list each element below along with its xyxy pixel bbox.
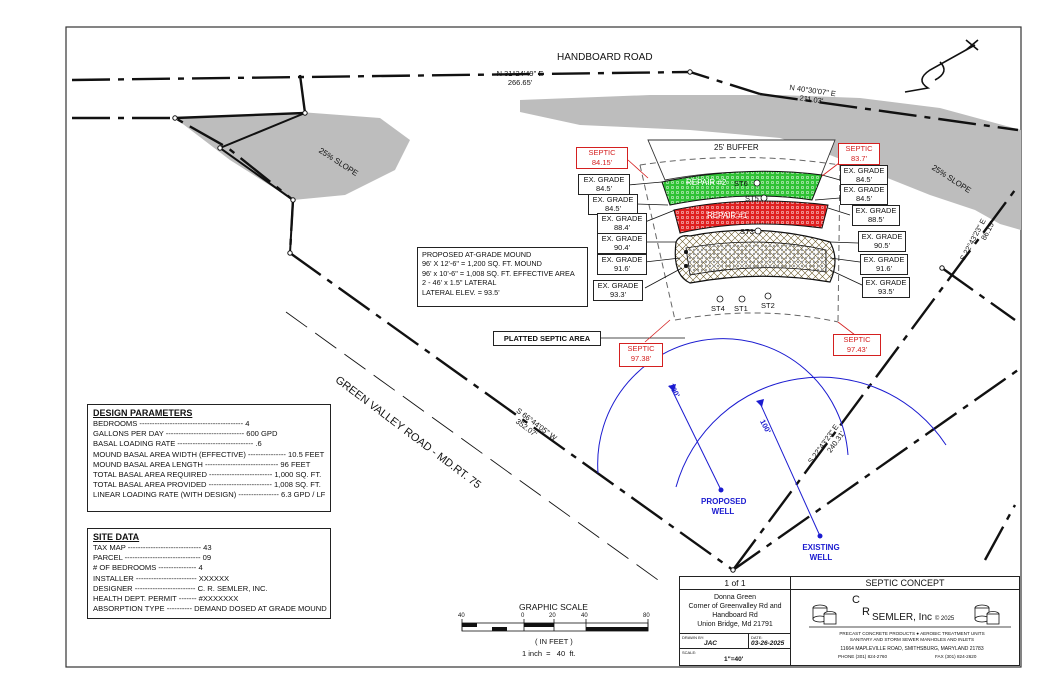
dp-row: LINEAR LOADING RATE (WITH DESIGN) ------…	[93, 490, 326, 500]
handboard-road-label: HANDBOARD ROAD	[557, 52, 653, 63]
dp-row: MOUND BASAL AREA WIDTH (EFFECTIVE) -----…	[93, 449, 325, 459]
buffer-label: 25' BUFFER	[714, 143, 759, 152]
graphic-scale-bar	[461, 619, 649, 632]
dp-row: TOTAL BASAL AREA REQUIRED --------------…	[93, 470, 322, 480]
test-pit-st3: ST3	[740, 227, 754, 236]
platted-septic-area-label: PLATTED SEPTIC AREA	[493, 331, 601, 346]
test-pit-st1: ST1	[734, 304, 748, 313]
scale-tick: 0	[521, 613, 525, 619]
repair-2-label: REPAIR #2	[686, 178, 727, 187]
company-services: PRECAST CONCRETE PRODUCTS ● AEROBIC TREA…	[839, 631, 985, 642]
scale-cell: SCALE: 1"=40'	[679, 648, 791, 666]
sd-row: TAX MAP ----------------------------- 43	[93, 543, 212, 552]
green-valley-road-lines	[285, 311, 666, 586]
drawn-by-cell: DRAWN BY: JAC	[679, 633, 749, 649]
dp-row: GALLONS PER DAY ------------------------…	[93, 429, 278, 439]
sd-row: DESIGNER ------------------------ C. R. …	[93, 583, 268, 593]
date-cell: DATE: 03-26-2025	[748, 633, 791, 649]
scale-tick: 80	[643, 613, 650, 619]
sd-row: ABSORPTION TYPE ---------- DEMAND DOSED …	[93, 604, 327, 614]
drawing-title: SEPTIC CONCEPT	[790, 576, 1020, 590]
test-pit-st6: ST6	[734, 179, 748, 188]
dp-row: TOTAL BASAL AREA PROVIDED --------------…	[93, 480, 321, 490]
dp-row: MOUND BASAL AREA LENGTH ----------------…	[93, 459, 311, 469]
company-c: C	[852, 594, 860, 606]
north-arrow-icon	[904, 39, 979, 93]
scale-tick: 40	[581, 613, 588, 619]
company-fax: FAX (301) 824-2620	[935, 654, 977, 659]
site-data-title: SITE DATA	[93, 532, 140, 542]
dp-row: BASAL LOADING RATE ---------------------…	[93, 439, 262, 449]
repair-1-label: REPAIR #1	[707, 211, 748, 220]
site-data-panel: SITE DATA TAX MAP ----------------------…	[87, 528, 331, 619]
sd-row: HEALTH DEPT. PERMIT ------- #XXXXXXX	[93, 594, 239, 604]
sd-row: PARCEL ------------------------------ 09	[93, 553, 212, 563]
repair-1-area	[673, 200, 829, 234]
scale-unit: ( IN FEET )	[535, 637, 573, 646]
company-phone: PHONE (301) 824-2760	[838, 654, 888, 659]
scale-tick: 40	[458, 613, 465, 619]
slope-area-left	[175, 112, 410, 200]
design-parameters-title: DESIGN PARAMETERS	[93, 408, 193, 418]
repair-2-area	[661, 170, 823, 206]
sheet-border	[65, 26, 1022, 668]
design-parameters-panel: DESIGN PARAMETERS BEDROOMS -------------…	[87, 404, 331, 512]
property-corners	[172, 69, 945, 573]
company-logo-icon	[809, 604, 1011, 628]
existing-well-icon	[817, 533, 823, 539]
mound-note: PROPOSED AT-GRADE MOUND 96' X 12'-6" = 1…	[417, 247, 588, 307]
test-pit-st5: ST5	[745, 194, 759, 203]
company-address: 11664 MAPLEVILLE ROAD, SMITHSBURG, MARYL…	[840, 646, 984, 652]
leader-lines	[600, 174, 863, 339]
scale-ratio: 1 inch = 40 ft.	[522, 649, 576, 658]
company-r: R	[862, 606, 870, 618]
company-name: SEMLER, Inc © 2025	[872, 612, 955, 623]
mound-bed	[685, 241, 827, 276]
graphic-scale-title: GRAPHIC SCALE	[519, 602, 588, 612]
test-pit-st4: ST4	[711, 304, 725, 313]
sheet-number: 1 of 1	[679, 576, 791, 590]
septic-area	[639, 139, 841, 323]
well-radius	[597, 338, 947, 537]
test-pit-markers	[716, 179, 772, 303]
sd-row: # OF BEDROOMS --------------- 4	[93, 563, 203, 573]
dp-row: BEDROOMS -------------------------------…	[93, 419, 250, 428]
test-pit-st2: ST2	[761, 301, 775, 310]
slope-area-right	[520, 95, 1021, 230]
proposed-well-icon	[718, 487, 724, 493]
sd-row: INSTALLER ------------------------ XXXXX…	[93, 573, 230, 583]
scale-tick: 20	[549, 613, 556, 619]
owner-info: Donna Green Corner of Greenvalley Rd and…	[679, 589, 791, 634]
septic-leaders	[627, 159, 856, 343]
